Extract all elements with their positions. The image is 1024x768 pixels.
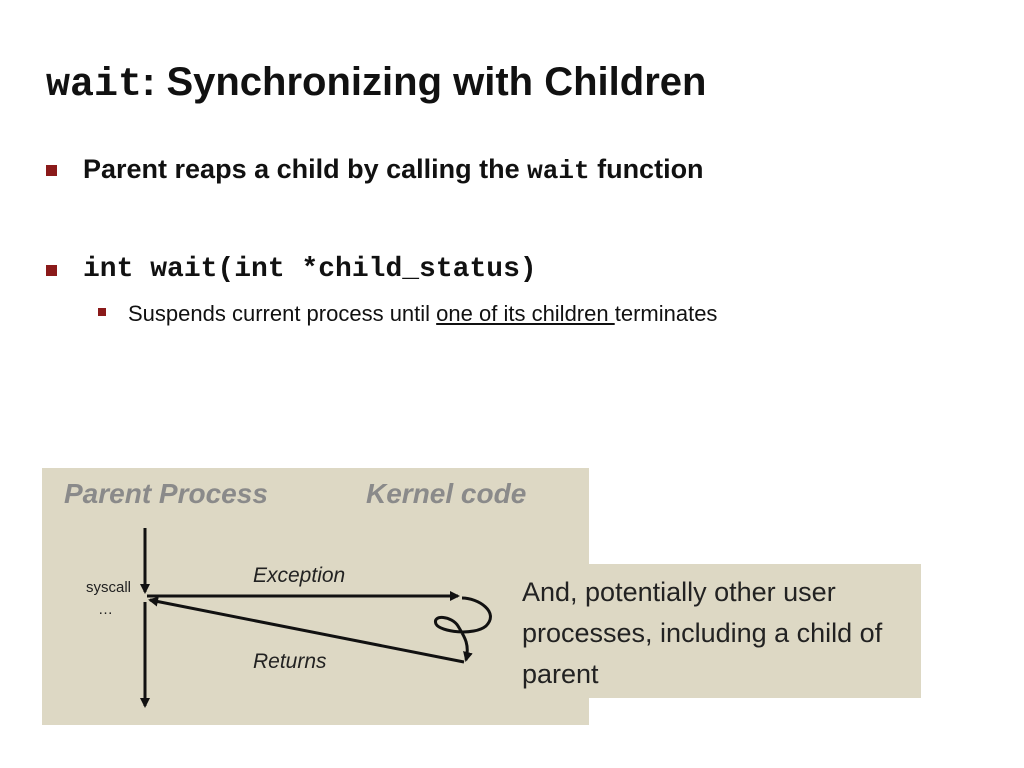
bullet-parent-reaps: Parent reaps a child by calling the wait… [83,154,704,186]
ellipsis-label: … [98,601,113,618]
other-processes-note: And, potentially other user processes, i… [522,577,883,689]
bullet1-code: wait [527,156,590,186]
sub-bullet-pre: Suspends current process until [128,301,437,326]
returns-arrow [148,596,465,664]
kernel-squiggle [434,596,492,662]
returns-label: Returns [253,650,327,673]
exception-label: Exception [253,564,346,587]
syscall-label: syscall [86,579,132,596]
kernel-code-header: Kernel code [366,478,527,509]
bullet1-post: function [589,154,704,184]
title-text: : Synchronizing with Children [142,60,707,104]
title-code: wait [46,63,143,108]
sub-bullet-post: terminates [614,301,718,326]
bullet-marker [46,165,57,176]
parent-process-header: Parent Process [64,478,268,509]
bullet-marker [46,265,57,276]
bullet1-pre: Parent reaps a child by calling the [83,154,528,184]
note-panel [500,564,921,698]
bullet-wait-signature: int wait(int *child_status) [83,254,537,285]
sub-bullet-marker [98,308,106,316]
sub-bullet-underlined: one of its children [436,301,615,326]
slide-title: wait: Synchronizing with Children [46,60,706,108]
sub-bullet-suspends: Suspends current process until one of it… [128,301,717,327]
